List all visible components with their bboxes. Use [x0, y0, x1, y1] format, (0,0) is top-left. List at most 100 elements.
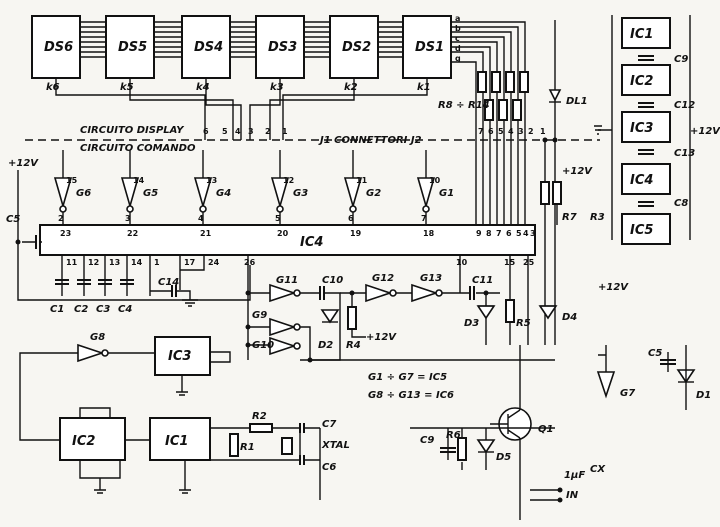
svg-text:C2: C2: [74, 304, 88, 315]
svg-text:20: 20: [277, 229, 289, 238]
svg-text:IC2: IC2: [72, 434, 95, 449]
svg-text:G9: G9: [252, 310, 267, 321]
svg-text:G2: G2: [366, 188, 381, 199]
svg-text:R7: R7: [562, 212, 577, 223]
svg-text:3: 3: [530, 229, 536, 238]
svg-text:a: a: [455, 14, 460, 23]
svg-text:3: 3: [248, 127, 254, 136]
svg-text:10: 10: [429, 176, 441, 185]
cathode-k6: k6: [46, 82, 60, 93]
r7-resistor: [540, 181, 550, 205]
svg-text:DL1: DL1: [566, 96, 588, 107]
display-label-ds1: DS1: [415, 40, 444, 55]
supply-12v-r4: +12V: [366, 332, 397, 343]
cathode-k3: k3: [270, 82, 284, 93]
svg-text:R5: R5: [516, 318, 531, 329]
cathode-wires: [55, 78, 428, 140]
ic4-chip: IC4 23 22 21 20 19 18 9 8 7 6 5 4 3: [39, 224, 536, 256]
svg-text:19: 19: [350, 229, 362, 238]
lower-left-logic: G8 IC3 IC2 IC1 R1 R2 C7 XTAL C6: [19, 332, 350, 500]
svg-text:g: g: [455, 54, 461, 63]
svg-text:C5: C5: [648, 348, 662, 359]
svg-text:G11: G11: [276, 275, 298, 286]
svg-text:D3: D3: [464, 318, 479, 329]
svg-text:IN: IN: [566, 490, 579, 501]
svg-text:IC5: IC5: [630, 223, 653, 238]
formula-ic6: G8 ÷ G13 = IC6: [368, 390, 454, 401]
svg-text:2: 2: [528, 127, 534, 136]
svg-text:IC3: IC3: [630, 121, 653, 136]
svg-text:13: 13: [206, 176, 217, 185]
svg-text:4: 4: [235, 127, 241, 136]
svg-text:13: 13: [109, 258, 120, 267]
svg-text:11: 11: [356, 176, 368, 185]
c5-capacitor: C5: [6, 214, 42, 249]
gate-formulas: G1 ÷ G7 = IC5 G8 ÷ G13 = IC6: [368, 372, 454, 401]
svg-text:G8: G8: [90, 332, 105, 343]
svg-text:3: 3: [518, 127, 524, 136]
svg-text:5: 5: [275, 214, 281, 223]
svg-text:6: 6: [488, 127, 494, 136]
svg-text:G13: G13: [420, 273, 442, 284]
svg-text:C13: C13: [674, 148, 695, 159]
junction-dots: [15, 137, 558, 363]
display-ds6: [31, 15, 81, 79]
transistor-block: Q1 C9 R6 D5 1µF CX IN: [410, 345, 606, 520]
svg-text:CX: CX: [590, 464, 606, 475]
svg-text:C9: C9: [420, 435, 434, 446]
svg-text:14: 14: [131, 258, 143, 267]
svg-text:8: 8: [486, 229, 492, 238]
section-comando-label: CIRCUITO COMANDO: [80, 143, 196, 154]
svg-text:12: 12: [283, 176, 294, 185]
svg-text:24: 24: [208, 258, 220, 267]
resistor-array: R8 ÷ R14 7 6 5 4 3 2 1: [438, 71, 546, 136]
svg-text:D1: D1: [696, 390, 711, 401]
svg-text:G12: G12: [372, 273, 394, 284]
connector-label: J1 CONNETTORI J2: [318, 135, 422, 146]
svg-text:6: 6: [203, 127, 209, 136]
svg-text:b: b: [455, 24, 461, 33]
svg-text:5: 5: [498, 127, 504, 136]
svg-text:5: 5: [516, 229, 522, 238]
display-label-ds3: DS3: [268, 40, 297, 55]
svg-text:IC1: IC1: [630, 27, 653, 42]
segment-bus: [80, 21, 526, 225]
svg-text:IC4: IC4: [300, 235, 323, 250]
svg-text:G10: G10: [252, 340, 274, 351]
svg-text:IC4: IC4: [630, 173, 653, 188]
svg-text:C8: C8: [674, 198, 688, 209]
svg-text:R3: R3: [590, 212, 605, 223]
svg-text:C14: C14: [158, 277, 179, 288]
svg-text:1: 1: [540, 127, 546, 136]
section-display-label: CIRCUITO DISPLAY: [80, 125, 185, 136]
g7-d1-block: +12V G7 C5 D1: [596, 282, 711, 410]
svg-text:D4: D4: [562, 312, 577, 323]
svg-text:IC2: IC2: [630, 74, 653, 89]
svg-text:18: 18: [423, 229, 435, 238]
supply-12v-g7: +12V: [598, 282, 629, 293]
svg-text:1: 1: [282, 127, 288, 136]
formula-ic5: G1 ÷ G7 = IC5: [368, 372, 447, 383]
svg-text:2: 2: [58, 214, 64, 223]
svg-text:C7: C7: [322, 419, 336, 430]
svg-text:22: 22: [127, 229, 138, 238]
svg-text:R6: R6: [446, 430, 461, 441]
cathode-k5: k5: [120, 82, 134, 93]
svg-text:7: 7: [421, 214, 427, 223]
svg-text:14: 14: [133, 176, 145, 185]
svg-text:26: 26: [244, 258, 256, 267]
svg-text:D2: D2: [318, 340, 333, 351]
svg-text:10: 10: [456, 258, 468, 267]
svg-text:2: 2: [265, 127, 271, 136]
svg-text:23: 23: [60, 229, 71, 238]
display-label-ds5: DS5: [118, 40, 147, 55]
display-label-ds4: DS4: [194, 40, 223, 55]
display-label-ds6: DS6: [44, 40, 73, 55]
svg-text:C6: C6: [322, 462, 336, 473]
svg-text:G5: G5: [143, 188, 158, 199]
svg-text:12: 12: [88, 258, 99, 267]
svg-text:IC3: IC3: [168, 349, 191, 364]
svg-text:9: 9: [476, 229, 482, 238]
cathode-k1: k1: [417, 82, 431, 93]
